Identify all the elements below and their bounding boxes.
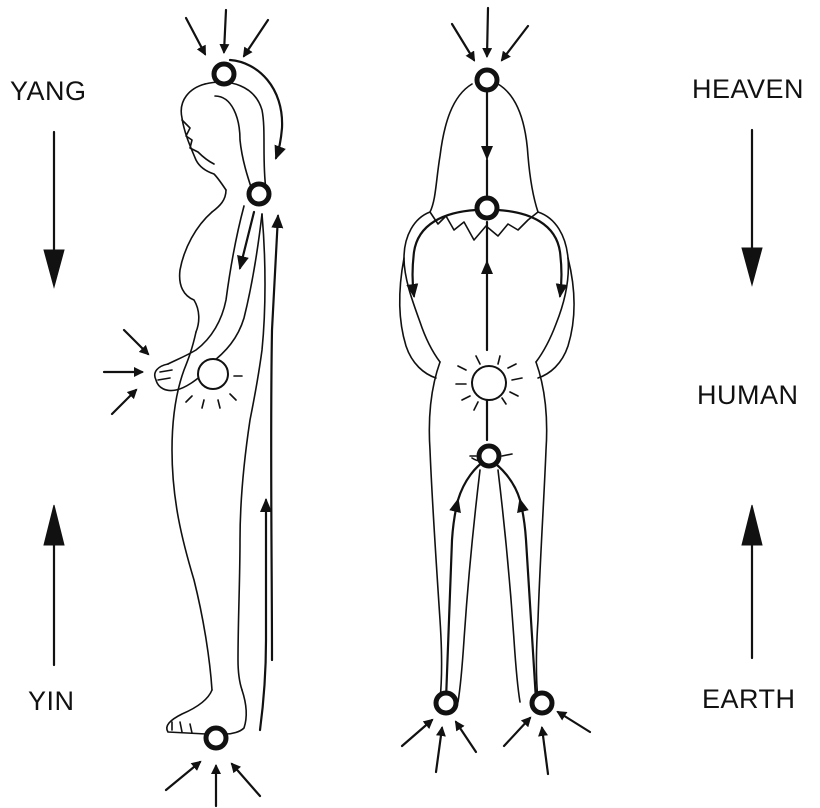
yin-up-arrow xyxy=(44,505,64,665)
back-view-figure xyxy=(400,8,590,774)
crown-node-side xyxy=(214,64,234,84)
perineum-node-back xyxy=(479,446,499,466)
left-foot-node-back xyxy=(436,693,456,713)
right-foot-node-back xyxy=(532,693,552,713)
neck-node-side xyxy=(249,184,269,204)
foot-node-side xyxy=(206,728,226,748)
heaven-down-arrow xyxy=(742,130,762,285)
side-view-figure xyxy=(104,10,282,806)
neck-node-back xyxy=(477,198,497,218)
earth-up-arrow xyxy=(742,505,762,658)
yang-down-arrow xyxy=(44,132,64,287)
crown-node-back xyxy=(477,70,497,90)
